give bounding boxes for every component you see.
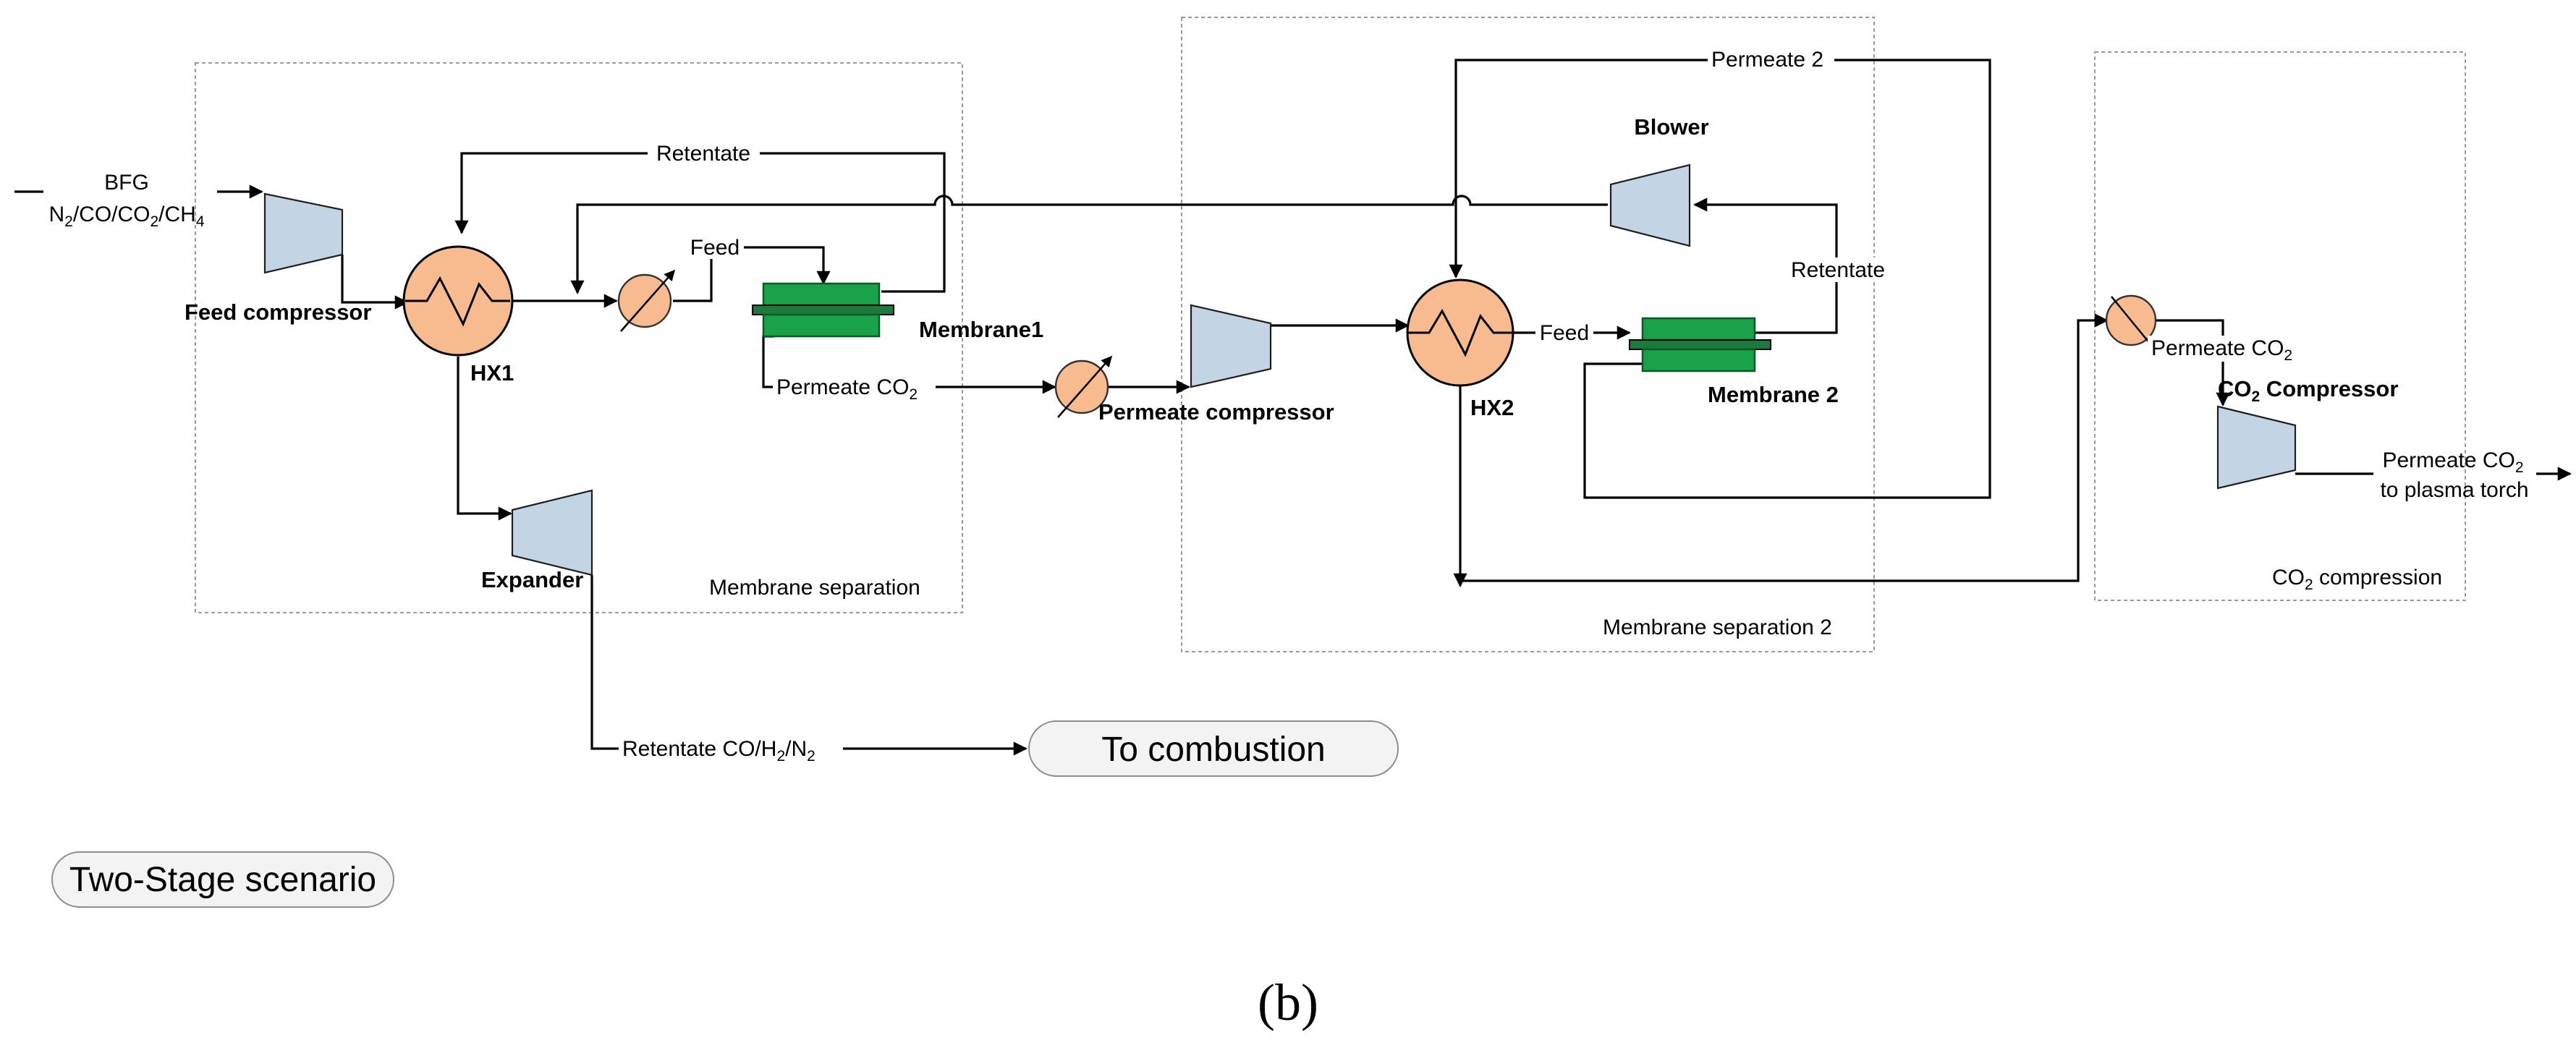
- feed2-label: Feed: [1540, 321, 1589, 345]
- figure-caption: (b): [1258, 974, 1318, 1031]
- hx1-label: HX1: [470, 360, 514, 386]
- permeate-2-loop-line: [1449, 59, 1991, 499]
- bfg-label: BFG: [104, 171, 149, 195]
- retentate-loop-line: [454, 152, 946, 293]
- expander-icon: [511, 489, 593, 576]
- permeate-compressor-icon: [1190, 304, 1272, 388]
- membrane-separation-box: [195, 62, 963, 613]
- cooler-icon: [617, 269, 675, 332]
- membrane2-label: Membrane 2: [1708, 382, 1839, 407]
- hx1-to-expander-line: [457, 357, 512, 521]
- co2-cooler-icon: [2105, 294, 2157, 346]
- retentate-out-label: Retentate CO/H2/N2: [622, 737, 815, 765]
- membrane-separation-2-label: Membrane separation 2: [1603, 616, 1832, 639]
- hx2-label: HX2: [1470, 395, 1514, 420]
- permeate-compressor-label: Permeate compressor: [1098, 399, 1334, 425]
- feed-compressor-label: Feed compressor: [185, 299, 371, 325]
- membrane-separation-2-box: [1181, 17, 1875, 652]
- bfg-composition-label: N2/CO/CO2/CH4: [48, 203, 204, 230]
- co2-compression-label: CO2 compression: [2272, 566, 2442, 593]
- expander-label: Expander: [481, 567, 583, 592]
- blower-label: Blower: [1634, 114, 1708, 140]
- heat-exchanger-2-icon: [1406, 278, 1514, 387]
- permeate-co2-out-label: Permeate CO2: [2382, 448, 2523, 476]
- blower-icon: [1609, 163, 1691, 247]
- heat-exchanger-icon: [402, 245, 514, 357]
- membrane1-label: Membrane1: [919, 317, 1043, 342]
- membrane2-icon: [1629, 317, 1771, 372]
- cooler3-to-co2-compressor-line: [2143, 319, 2230, 406]
- feed1-label: Feed: [690, 236, 740, 260]
- feed-compressor-icon: [263, 192, 344, 274]
- to-co2-compression-line: [1460, 313, 2109, 582]
- retentate-out-line: [590, 575, 1028, 756]
- compressor-to-hx1-line: [341, 255, 409, 310]
- retentate-2-label: Retentate: [1791, 258, 1885, 282]
- co2-compressor-label: CO2 Compressor: [2218, 376, 2398, 405]
- to-combustion-button[interactable]: To combustion: [1028, 720, 1399, 777]
- permeate-cooler-icon: [1054, 355, 1112, 418]
- co2-compressor-icon: [2216, 405, 2297, 490]
- to-combustion-label: To combustion: [1101, 731, 1326, 769]
- two-stage-scenario-button[interactable]: Two-Stage scenario: [51, 851, 394, 908]
- blower-return-line: [570, 195, 1608, 294]
- permeate-co2-1-label: Permeate CO2: [776, 375, 918, 403]
- membrane1-icon: [752, 282, 894, 338]
- to-plasma-torch-label: to plasma torch: [2380, 478, 2528, 502]
- permeate-co2-3-label: Permeate CO2: [2151, 336, 2292, 364]
- permeate-2-label: Permeate 2: [1711, 48, 1823, 72]
- membrane-separation-label: Membrane separation: [709, 576, 920, 600]
- retentate-label: Retentate: [656, 142, 750, 166]
- two-stage-scenario-label: Two-Stage scenario: [69, 861, 376, 899]
